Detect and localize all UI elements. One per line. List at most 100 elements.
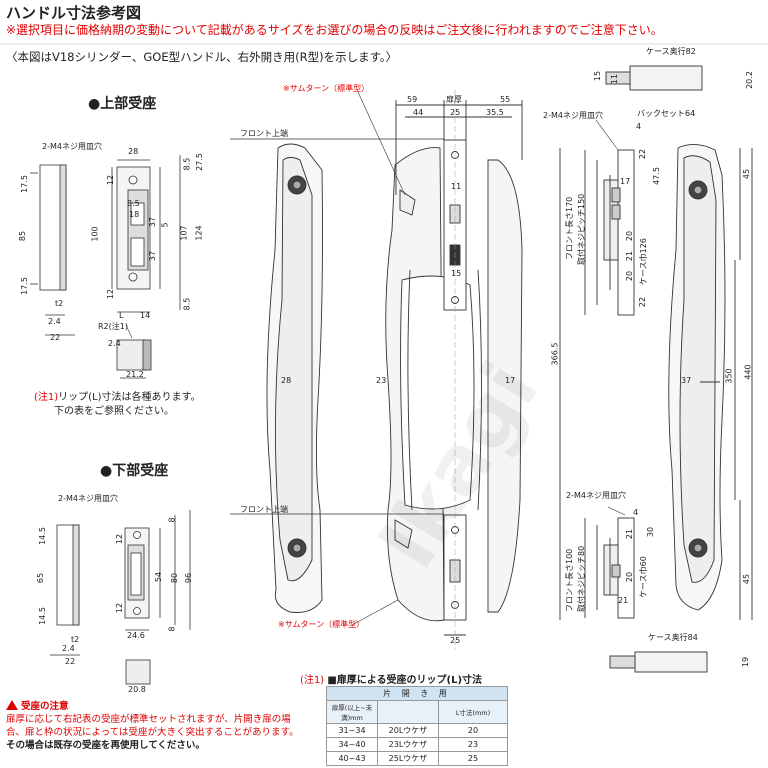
dim-label: 8.5 [182,297,192,311]
dim-label: 30 [646,526,656,538]
dim-label: 14.5 [37,607,47,625]
dim-label: 17.5 [19,175,29,193]
lip-table-heading: ■扉厚による受座のリップ(L)寸法 [327,675,483,686]
lip-cell: 20 [438,723,508,738]
dim-label: 23 [376,376,387,385]
lip-footnote-prefix: (注1) [34,392,59,403]
dim-label: 366.5 [550,342,560,366]
dim-label: 17.5 [19,277,29,295]
dim-label: 124 [194,225,204,241]
dim-label: 65 [36,572,46,584]
caution-body: 扉厚に応じて右記表の受座が標準セットされますが、片開き扉の場合、扉と枠の状況によ… [6,714,299,738]
dim-label: 20 [625,571,635,583]
dim-label: 12 [106,288,116,300]
lip-cell: 25 [438,751,508,766]
dim-label: 14.5 [37,527,47,545]
screw-pitch-80: 取付ネジピッチ80 [577,545,586,612]
thumbturn-label-bottom: ※サムターン（標準型） [278,620,365,629]
dim-label: 17 [620,177,631,186]
front-top-label-1: フロント上端 [240,129,288,138]
thumbturn-label-top: ※サムターン（標準型） [283,84,370,93]
dim-label: 11 [610,73,620,85]
screw-label-lower: 2-M4ネジ用皿穴 [58,494,118,503]
caution-note: 受座の注意 扉厚に応じて右記表の受座が標準セットされますが、片開き扉の場合、扉と… [6,700,306,752]
handle-right-view [584,65,753,673]
dim-label: 37 [148,216,158,228]
dim-label: 18 [129,210,140,219]
dim-label: 85 [18,230,28,242]
dim-label: L [119,311,124,320]
lip-footnote-line1: リップ(L)寸法は各種あります。 [58,392,201,403]
dim-label: 14 [140,311,151,320]
lip-cell: 20Lウケザ [377,723,439,738]
dim-label: 37 [681,376,692,385]
page-title: ハンドル寸法参考図 [6,4,142,22]
dim-label: 5 [160,222,170,228]
dim-label: 440 [743,364,753,380]
dim-label: 21.2 [126,370,144,379]
dim-label: 17 [505,376,516,385]
table-row: 34~40 23Lウケザ 23 [326,737,508,752]
lip-col-header: L寸法(mm) [438,700,508,724]
dim-label: 15 [593,70,603,82]
dim-label: 96 [184,572,194,584]
dim-label: 25 [450,108,461,117]
dim-label: 47.5 [651,167,661,185]
lip-cell: 31~34 [326,723,378,738]
caution-last: その場合は既存の受座を再使用してください。 [6,740,205,751]
dim-label: 100 [90,226,100,242]
dim-label: 20.8 [128,685,146,694]
lip-cell: 34~40 [326,737,378,752]
front-top-label-2: フロント上端 [240,505,288,514]
lip-footnote: (注1)リップ(L)寸法は各種あります。 下の表をご参照ください。 [34,391,201,419]
dim-label: 35.5 [486,108,504,117]
dim-label: 12 [115,533,125,545]
lip-table-group: 片 開 き 用 [326,686,508,701]
lower-strike-title: ●下部受座 [100,463,169,479]
upper-strike-drawing [30,155,181,379]
lip-footnote-line2: 下の表をご参照ください。 [54,406,174,417]
dim-label: 25 [450,636,461,645]
dim-label: 22 [50,333,61,342]
warning-icon [6,700,18,710]
door-thickness-label: 扉厚 [446,95,462,104]
dim-label: 15 [451,269,462,278]
dim-label: 20 [625,270,635,282]
case-width-60: ケース巾60 [639,556,648,598]
dim-label: 4 [633,508,639,517]
lip-col-header: 扉厚(以上~未満)mm [326,700,378,724]
lower-strike-drawing [50,510,191,685]
screw-label-right-bottom: 2-M4ネジ用皿穴 [566,491,626,500]
dim-label: 55 [500,95,511,104]
case-depth-84: ケース奥行84 [648,633,698,642]
diagram-subnote: 〈本図はV18シリンダー、GOE型ハンドル、右外開き用(R型)を示します。〉 [6,50,398,64]
dim-label: 45 [742,573,752,585]
dim-label: 12 [115,602,125,614]
dim-label: 12 [106,174,116,186]
dim-label: 21 [625,250,635,262]
front-length-170: フロント長さ170 [565,196,574,260]
handle-side-view [385,100,561,636]
dim-label: 107 [179,225,189,241]
caution-heading: 受座の注意 [21,701,69,712]
dim-label: 44 [413,108,424,117]
dim-label: 20 [625,230,635,242]
dim-label: 28 [281,376,292,385]
price-notice: ※選択項目に価格納期の変動について記載があるサイズをお選びの場合の反映はご注文後… [6,23,663,37]
dim-label: 59 [407,95,418,104]
handle-front-view-left [266,143,323,613]
dim-label: 21 [618,596,629,605]
dim-label: 8.5 [127,199,140,208]
dim-label: 2.4 [108,339,121,348]
dim-label: 8 [167,626,177,632]
dim-label: 22 [638,296,648,308]
dim-label: 4 [636,122,642,131]
dim-label: t2 [71,635,80,644]
r2-note: R2(注1) [98,322,128,331]
case-depth-82: ケース奥行82 [646,47,696,56]
lip-table-prefix: (注1) [300,675,325,686]
lip-cell: 23 [438,737,508,752]
dim-label: 28 [128,147,139,156]
dim-label: 22 [65,657,76,666]
